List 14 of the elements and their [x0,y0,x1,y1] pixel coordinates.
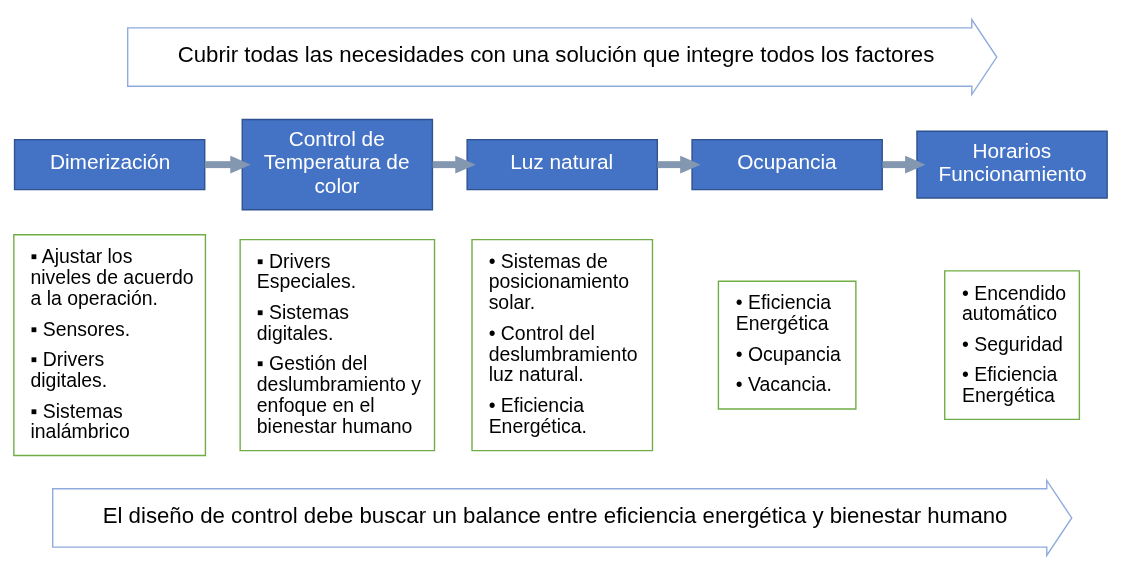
arrow [204,155,251,174]
node-box: Ocupancia [691,138,883,190]
arrow [882,155,926,174]
node-box: ▪ Drivers Especiales. ▪ Sistemas digitales. ▪ Gestión del deslumbramiento y enfoque en el bienestar humano [239,238,436,451]
node-box: • Eficiencia Energética • Ocupancia • Vacancia. [717,280,857,410]
node-box: Dimerización [13,138,206,190]
arrow [657,155,701,174]
node-box: Horarios Funcionamiento [916,130,1108,199]
node-box: Luz natural [466,138,659,190]
node-box: ▪ Ajustar los niveles de acuerdo a la operación. ▪ Sensores. ▪ Drivers digitales. ▪ Sistemas inalámbrico [13,233,207,456]
node-box: • Encendido automático • Seguridad • Eficiencia Energética [944,269,1081,420]
arrow [432,155,476,174]
node-box: Control de Temperatura de color [241,118,434,210]
node-box: • Sistemas de posicionamiento solar. • Control del deslumbramiento luz natural. • Eficiencia Energética. [471,238,654,451]
